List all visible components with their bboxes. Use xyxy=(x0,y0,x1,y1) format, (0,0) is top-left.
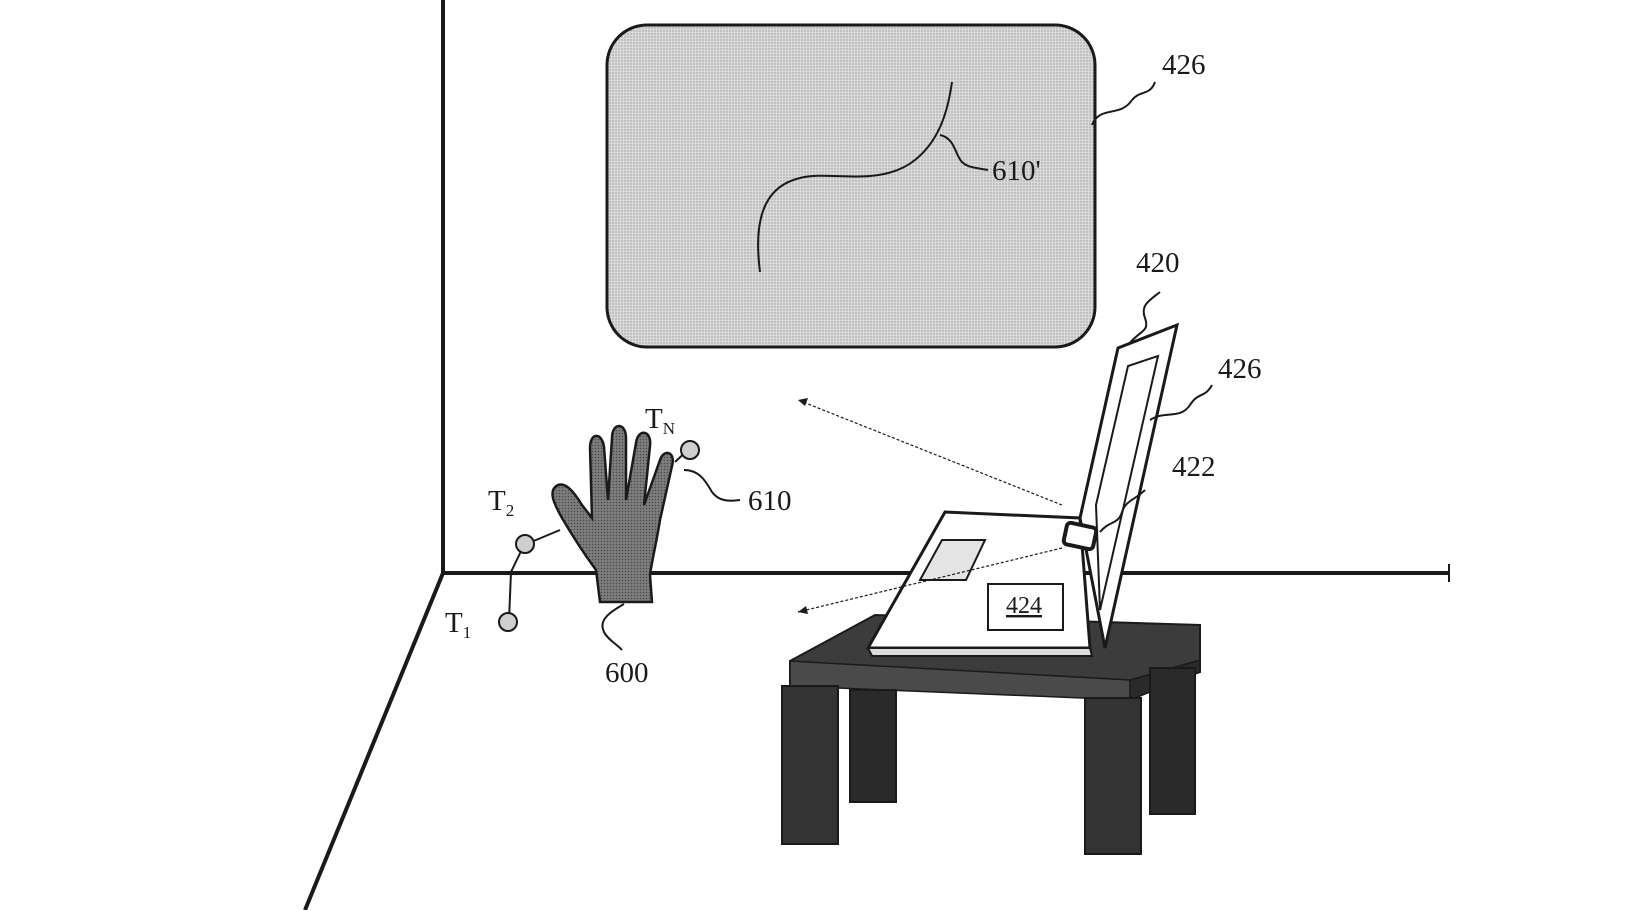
laptop-screen xyxy=(1094,354,1160,611)
tn-label: TN xyxy=(645,403,675,438)
t1-label: T1 xyxy=(445,607,471,642)
gesture-ref-label: 610 xyxy=(748,485,792,517)
table-leg-front-right xyxy=(1084,697,1142,855)
trajectory xyxy=(498,440,700,632)
hand xyxy=(551,424,675,604)
point-t1 xyxy=(498,612,518,632)
laptop: 424 xyxy=(865,322,1180,657)
device-screen-ref-label: 426 xyxy=(1218,353,1262,385)
camera-box xyxy=(1061,520,1099,552)
table-leg-back-right xyxy=(1149,667,1196,815)
sensing-rays xyxy=(797,398,1063,614)
wall-display xyxy=(605,23,1097,349)
keyboard-ref-label: 424 xyxy=(1006,593,1042,619)
point-t2 xyxy=(515,534,535,554)
camera-ref-label: 422 xyxy=(1172,451,1216,483)
display-ref-label: 426 xyxy=(1162,49,1206,81)
trace-ref-label: 610' xyxy=(992,155,1041,187)
device-ref-label: 420 xyxy=(1136,247,1180,279)
displayed-trace xyxy=(757,81,953,273)
keyboard-box xyxy=(987,583,1064,631)
point-tn xyxy=(680,440,700,460)
t2-label: T2 xyxy=(488,485,514,520)
hand-ref-label: 600 xyxy=(605,657,649,689)
display-panel xyxy=(605,23,1097,349)
table-leg-back-left xyxy=(849,689,897,803)
hand-shape xyxy=(551,424,675,604)
table-leg-front-left xyxy=(781,685,839,845)
